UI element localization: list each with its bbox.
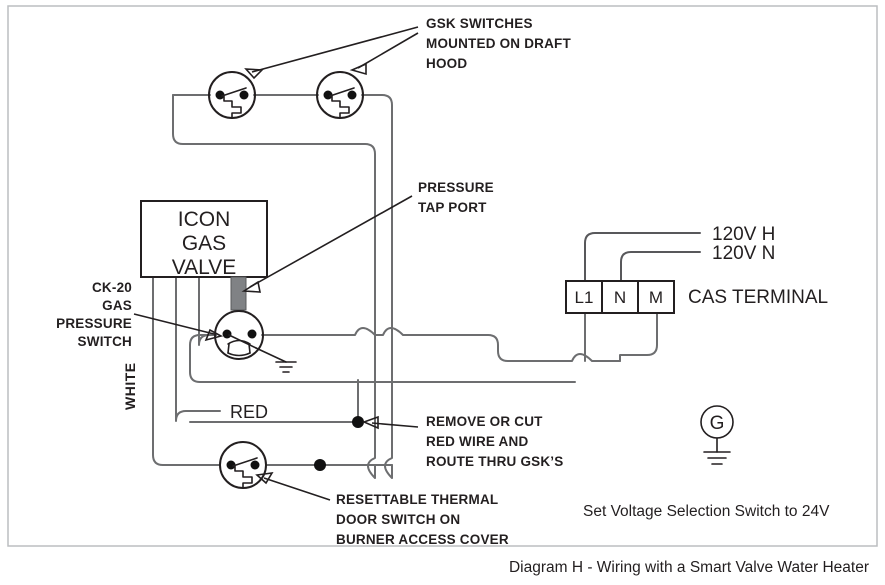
callout-ck20-line-2: GAS	[102, 298, 132, 313]
callout-tap-line-1: PRESSURE	[418, 180, 494, 195]
callout-gsk-switches: GSK SWITCHES MOUNTED ON DRAFT HOOD	[426, 16, 571, 71]
ck20-gas-pressure-switch-symbol	[214, 310, 297, 373]
terminal-cell-label-m: M	[649, 288, 663, 307]
callout-red-line-1: REMOVE OR CUT	[426, 414, 543, 429]
label-120v-hot: 120V H	[712, 224, 775, 245]
callout-ck20-line-1: CK-20	[92, 280, 132, 295]
label-120v-neutral: 120V N	[712, 243, 775, 264]
callout-gsk-line-2: MOUNTED ON DRAFT	[426, 36, 571, 51]
callout-ck20-line-3: PRESSURE	[56, 316, 132, 331]
gas-valve-line-2: GAS	[182, 232, 226, 255]
wire-m-down	[619, 312, 658, 362]
wire-pressure-switch-out	[261, 327, 621, 362]
terminal-cell-m	[637, 280, 675, 314]
wire-label-white: WHITE	[122, 362, 138, 410]
gsk-switch-right	[316, 71, 364, 119]
wire-network	[152, 94, 701, 479]
junction-dot-red	[352, 416, 364, 428]
wire-valve-lead-2	[175, 276, 221, 422]
terminal-cell-l1	[565, 280, 603, 314]
callout-door-line-3: BURNER ACCESS COVER	[336, 532, 509, 547]
cas-terminal-label: CAS TERMINAL	[688, 287, 828, 308]
callout-red-line-3: ROUTE THRU GSK’S	[426, 454, 563, 469]
callout-red-line-2: RED WIRE AND	[426, 434, 528, 449]
ground-symbol: G	[700, 405, 734, 465]
callout-pressure-tap-port: PRESSURE TAP PORT	[418, 180, 494, 215]
terminal-cell-n	[601, 280, 639, 314]
terminal-cell-label-l1: L1	[575, 288, 594, 307]
callout-tap-line-2: TAP PORT	[418, 200, 487, 215]
wire-riser-b	[384, 319, 393, 479]
terminal-cell-label-n: N	[614, 288, 626, 307]
callout-gsk-line-1: GSK SWITCHES	[426, 16, 533, 31]
diagram-frame	[7, 5, 878, 547]
callout-ck20: CK-20 GAS PRESSURE SWITCH	[56, 280, 132, 349]
callout-remove-cut-red-wire: REMOVE OR CUT RED WIRE AND ROUTE THRU GS…	[426, 414, 563, 469]
cas-terminal-block: L1 N M CAS TERMINAL	[565, 280, 828, 314]
wire-120v-neutral	[620, 251, 701, 282]
junction-dot-door	[314, 459, 326, 471]
gas-valve-line-3: VALVE	[172, 256, 237, 279]
callout-door-line-1: RESETTABLE THERMAL	[336, 492, 498, 507]
callout-leaders	[133, 26, 419, 501]
voltage-selection-note: Set Voltage Selection Switch to 24V	[583, 503, 830, 520]
icon-gas-valve: ICON GAS VALVE	[140, 200, 268, 311]
wire-riser-a	[367, 329, 376, 479]
wire-pressure-switch-loop	[189, 334, 576, 383]
ground-symbol-letter: G	[710, 413, 725, 434]
callout-gsk-line-3: HOOD	[426, 56, 467, 71]
gsk-switch-left	[208, 71, 256, 119]
wire-gsk-left-return	[172, 94, 376, 331]
wire-label-red: RED	[230, 402, 268, 422]
callout-door-line-2: DOOR SWITCH ON	[336, 512, 460, 527]
resettable-thermal-door-switch-symbol	[219, 441, 267, 489]
wire-gsk-right-down	[381, 94, 393, 321]
wire-120v-hot	[584, 232, 701, 282]
diagram-caption: Diagram H - Wiring with a Smart Valve Wa…	[509, 559, 869, 576]
gas-valve-line-1: ICON	[178, 208, 231, 231]
pressure-tap-port-nozzle	[230, 276, 247, 311]
callout-ck20-line-4: SWITCH	[78, 334, 132, 349]
callout-resettable-thermal-door-switch: RESETTABLE THERMAL DOOR SWITCH ON BURNER…	[336, 492, 509, 547]
